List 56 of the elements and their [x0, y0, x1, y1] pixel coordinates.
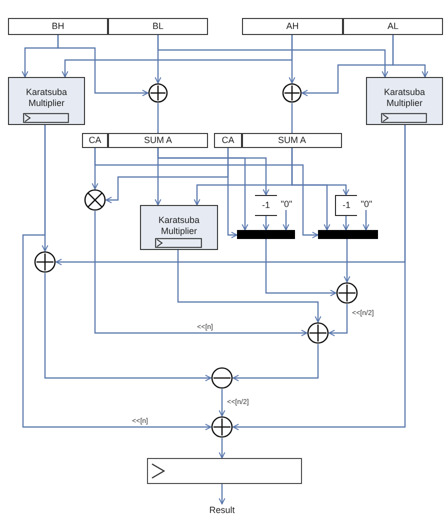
multiplier-block: [140, 205, 218, 250]
arrow: [157, 148, 248, 230]
register-field: AH: [242, 18, 343, 35]
constant-label: "0": [279, 198, 294, 210]
arrow: [94, 148, 318, 238]
register-field: CA: [82, 133, 108, 148]
arrow: [265, 239, 336, 296]
register-field: AL: [343, 18, 443, 35]
arrow: [344, 239, 350, 282]
multiplexer-bar: [237, 230, 295, 239]
adder-symbol: [34, 251, 56, 273]
register-field: CA: [214, 133, 242, 148]
arrow: [227, 148, 238, 238]
adder-symbol: [282, 83, 302, 103]
arrow: [392, 35, 428, 78]
register-field: BL: [108, 18, 208, 35]
arrow: [57, 35, 148, 96]
output-label: Result: [192, 504, 252, 517]
arrow: [44, 273, 212, 382]
multiplexer-bar: [318, 230, 378, 239]
arrow: [232, 344, 319, 382]
arrow: [218, 389, 226, 416]
arrow: [288, 35, 296, 84]
adder-symbol: [336, 282, 358, 304]
register-field: SUM A: [242, 133, 342, 148]
subtractor-symbol: [211, 367, 233, 389]
register-field: SUM A: [108, 133, 208, 148]
arrow: [291, 148, 330, 230]
arrow: [342, 216, 350, 230]
block-label: Karatsuba Multiplier: [24, 87, 68, 109]
arrow: [218, 438, 226, 458]
multiplier-symbol: [84, 189, 106, 211]
constant-label: "0": [359, 198, 374, 210]
arrow: [22, 125, 212, 430]
arrow: [362, 210, 370, 230]
value-box: -1: [255, 195, 277, 216]
adder-symbol: [148, 83, 168, 103]
arrow: [328, 304, 348, 336]
register-field: BH: [8, 18, 108, 35]
arrow: [157, 35, 388, 78]
output-register: [147, 458, 302, 484]
arrow: [282, 210, 290, 230]
value-box: -1: [335, 195, 357, 216]
multiplier-block: [8, 77, 85, 125]
block-label: Karatsuba Multiplier: [382, 87, 426, 109]
arrow: [232, 125, 406, 430]
arrow: [177, 250, 322, 322]
connector-line: [157, 103, 159, 133]
connector-line: [291, 103, 293, 133]
adder-symbol: [211, 416, 233, 438]
multiplier-block: [366, 77, 443, 125]
adder-symbol: [307, 322, 329, 344]
block-label: Karatsuba Multiplier: [157, 215, 201, 237]
arrow: [262, 216, 270, 230]
arrow: [218, 484, 226, 504]
arrow: [94, 211, 308, 336]
